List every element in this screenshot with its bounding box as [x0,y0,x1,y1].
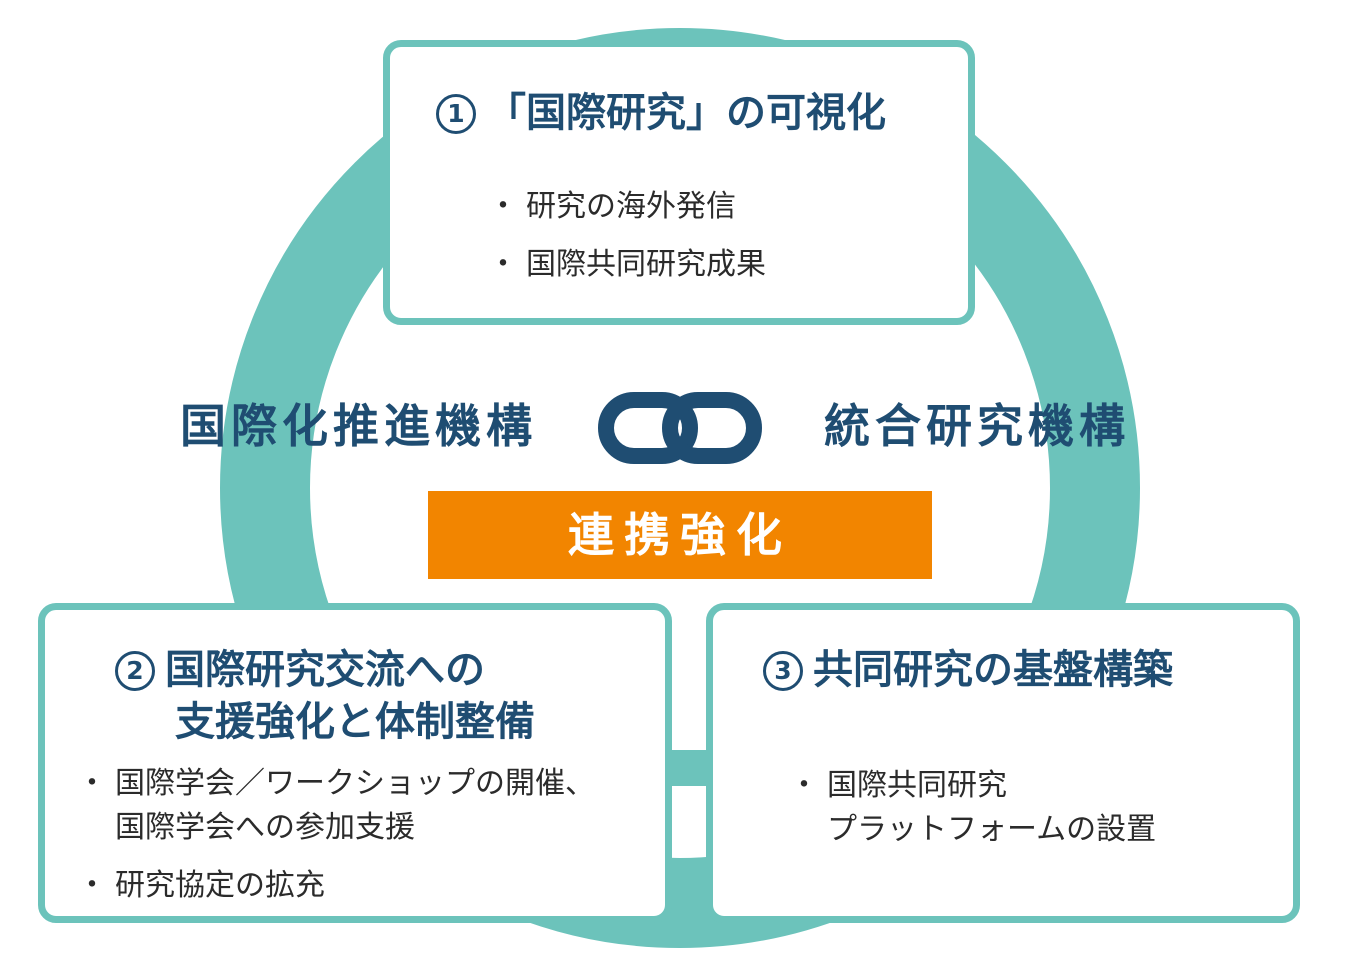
list-item: 研究協定の拡充 [77,864,595,908]
list-item: 国際共同研究 プラットフォームの設置 [789,764,1156,852]
support-title-line2: 支援強化と体制整備 [175,699,535,745]
visibility-title: 1「国際研究」の可視化 [436,87,886,139]
list-item: 研究の海外発信 [488,185,766,229]
chain-link-icon [598,392,762,464]
list-item: 国際共同研究成果 [488,243,766,287]
left-organization: 国際化推進機構 [180,399,537,453]
visibility-list: 研究の海外発信 国際共同研究成果 [488,185,766,287]
cooperation-banner: 連携強化 [428,491,932,579]
foundation-list: 国際共同研究 プラットフォームの設置 [789,764,1156,852]
number-badge-2: 2 [115,651,155,691]
number-badge-3: 3 [763,651,803,691]
cooperation-label: 連携強化 [568,508,792,562]
visibility-box: 1「国際研究」の可視化 研究の海外発信 国際共同研究成果 [383,40,975,325]
list-item: 国際学会／ワークショップの開催、 国際学会への参加支援 [77,762,595,850]
foundation-title-text: 共同研究の基盤構築 [813,647,1173,693]
right-organization: 統合研究機構 [824,399,1130,453]
support-list: 国際学会／ワークショップの開催、 国際学会への参加支援 研究協定の拡充 [77,762,595,908]
visibility-title-text: 「国際研究」の可視化 [486,90,886,136]
support-title-line1: 国際研究交流への [165,647,485,693]
number-badge-1: 1 [436,94,476,134]
